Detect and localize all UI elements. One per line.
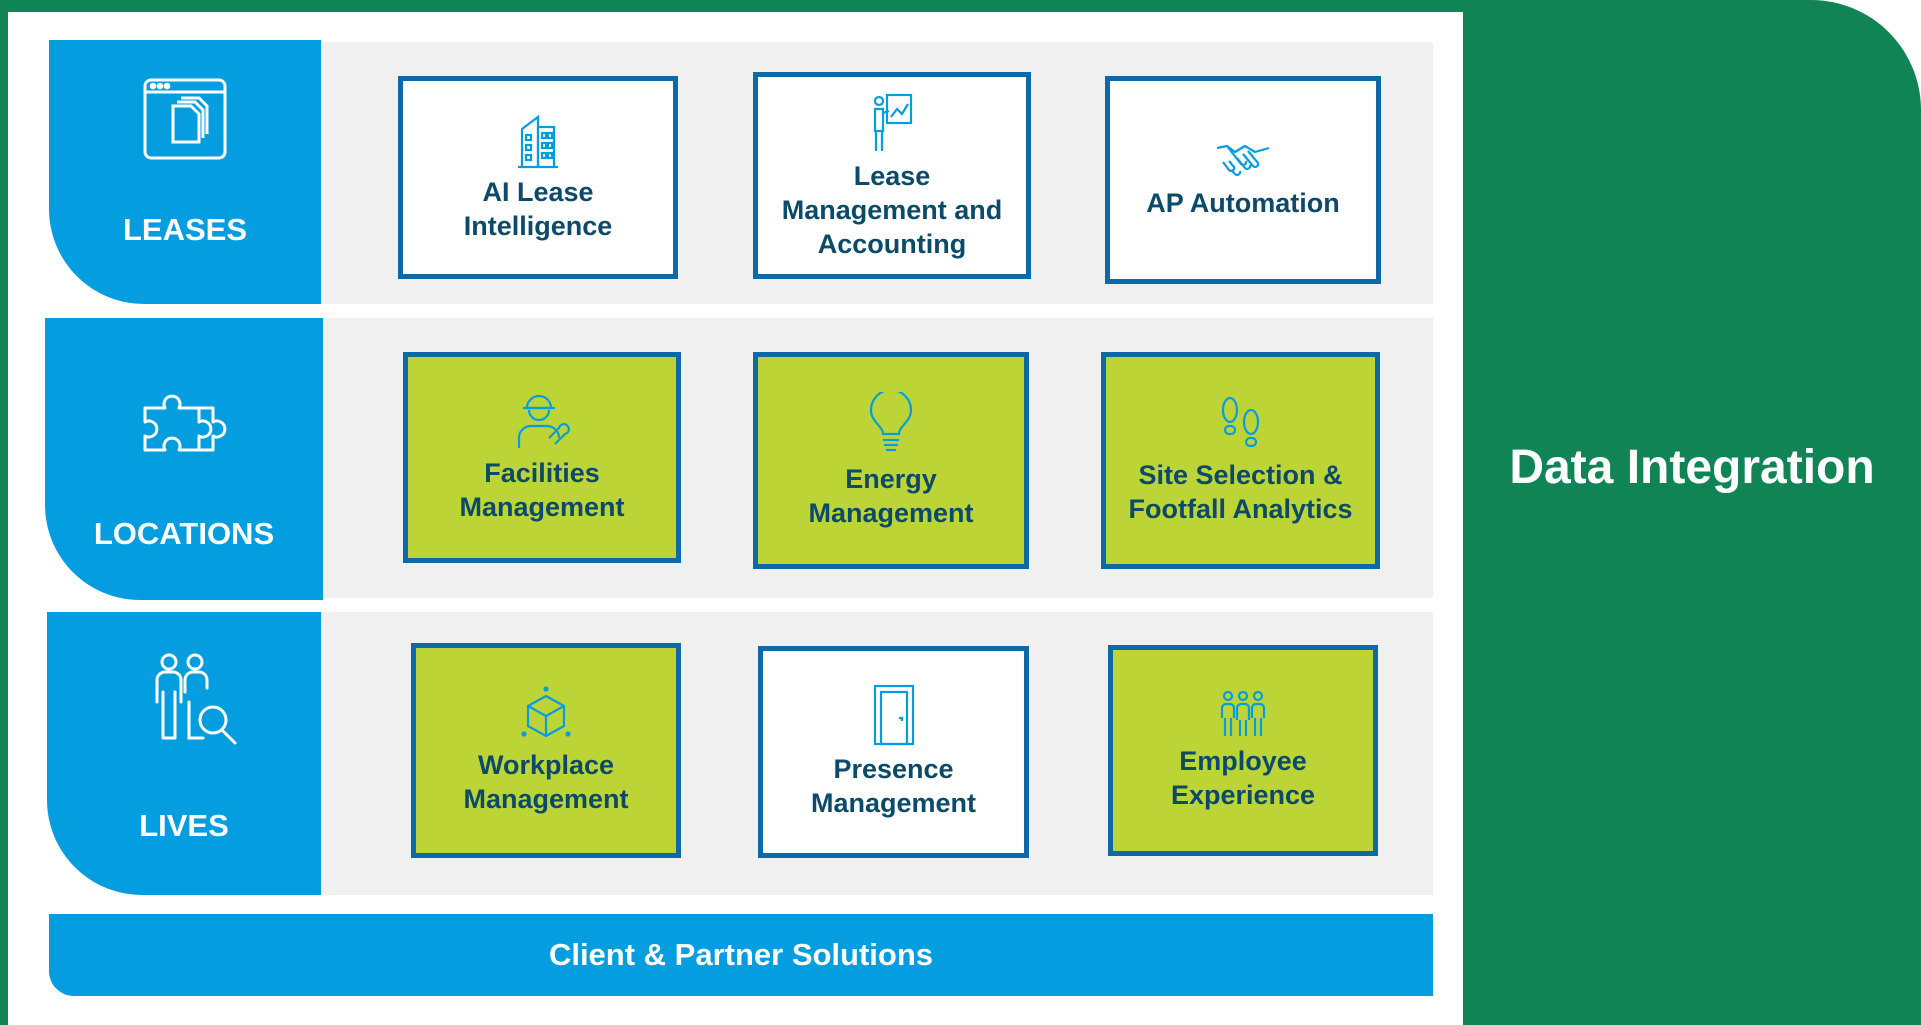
card-label: Presence Management — [810, 754, 977, 818]
card-ap-automation[interactable]: AP Automation — [1105, 76, 1381, 284]
card-label: Site Selection & Footfall Analytics — [1128, 459, 1353, 524]
row-tab-locations: LOCATIONS — [45, 318, 323, 600]
card-label: AI Lease Intelligence — [463, 176, 613, 241]
group-people-icon — [1220, 690, 1266, 736]
handshake-icon — [1216, 144, 1270, 176]
card-energy-management[interactable]: Energy Management — [753, 352, 1029, 569]
puzzle-piece-icon — [143, 394, 227, 452]
card-label: Employee Experience — [1170, 745, 1316, 810]
row-label-lives: LIVES — [139, 808, 229, 843]
row-tab-lives: LIVES — [47, 612, 321, 895]
building-icon — [518, 114, 558, 168]
row-label-locations: LOCATIONS — [93, 516, 275, 551]
lightbulb-icon — [869, 391, 913, 451]
row-tab-leases: LEASES — [49, 40, 321, 304]
worker-wrench-icon — [517, 394, 570, 448]
people-search-icon — [155, 653, 237, 745]
card-employee-experience[interactable]: Employee Experience — [1108, 645, 1378, 856]
presentation-chart-icon — [873, 93, 913, 151]
row-label-leases: LEASES — [122, 212, 248, 247]
client-partner-solutions-bar[interactable]: Client & Partner Solutions — [49, 914, 1433, 996]
cube-icon — [521, 685, 571, 737]
card-site-selection-footfall[interactable]: Site Selection & Footfall Analytics — [1101, 352, 1380, 569]
documents-window-icon — [143, 78, 227, 160]
card-label: Lease Management and Accounting — [781, 160, 1003, 259]
card-ai-lease-intelligence[interactable]: AI Lease Intelligence — [398, 76, 678, 279]
data-integration-title: Data Integration — [1509, 441, 1875, 494]
card-workplace-management[interactable]: Workplace Management — [411, 643, 681, 858]
card-presence-management[interactable]: Presence Management — [758, 646, 1029, 858]
card-label: AP Automation — [1146, 188, 1340, 218]
card-lease-management-accounting[interactable]: Lease Management and Accounting — [753, 72, 1031, 279]
card-facilities-management[interactable]: Facilities Management — [403, 352, 681, 563]
card-label: Facilities Management — [459, 457, 625, 522]
door-icon — [873, 684, 914, 746]
card-label: Workplace Management — [463, 749, 629, 814]
card-label: Energy Management — [808, 463, 974, 528]
footprints-icon — [1221, 396, 1259, 447]
